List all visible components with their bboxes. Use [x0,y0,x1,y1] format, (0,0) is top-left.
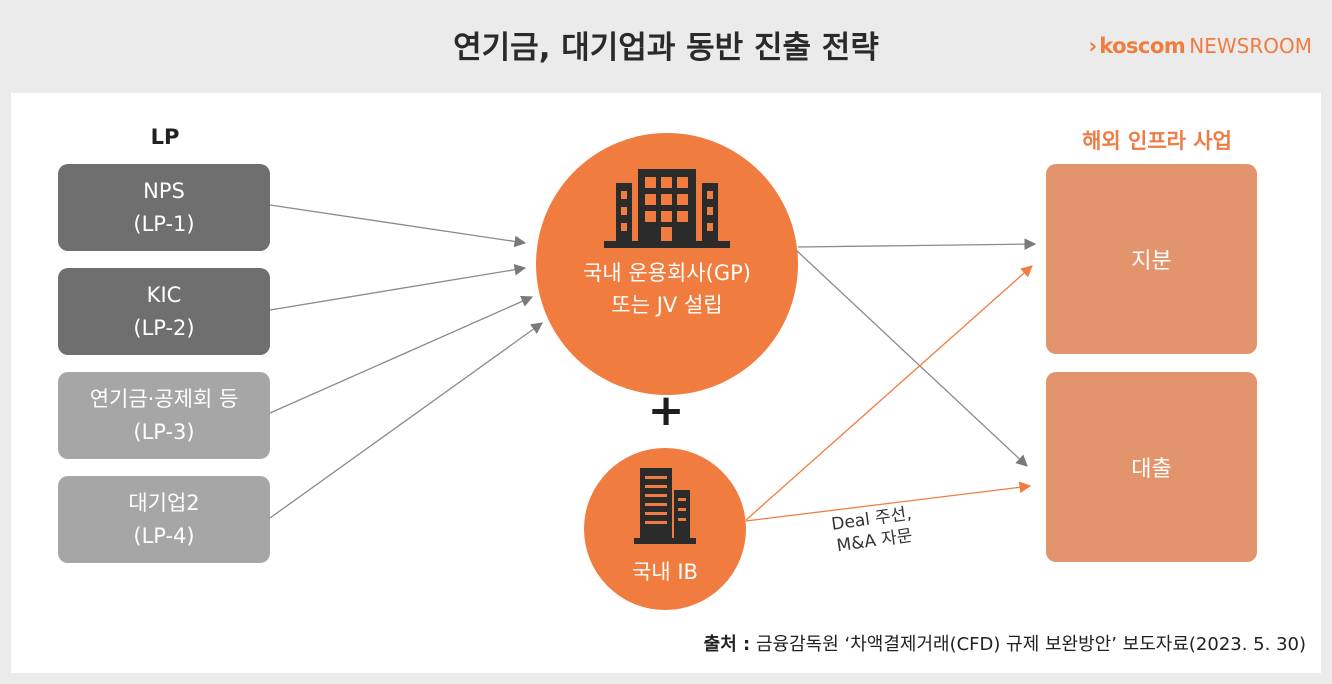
tower-building-icon [634,468,696,544]
gp-label-line1: 국내 운용회사(GP) [583,261,751,285]
brand-sub: NEWSROOM [1189,34,1312,58]
source-key: 출처 : [703,634,751,655]
arrow-gp-to-loan [795,249,1028,467]
lp-box-3: 연기금·공제회 등 (LP-3) [58,372,270,459]
lp-box-2-code: (LP-2) [133,315,195,340]
brand-logo: › koscom NEWSROOM [1089,34,1312,58]
gp-circle: 국내 운용회사(GP) 또는 JV 설립 [536,133,798,395]
business-heading: 해외 인프라 사업 [1082,129,1232,153]
source-text: 금융감독원 ‘차액결제거래(CFD) 규제 보완방안’ 보도자료(2023. 5… [755,634,1306,655]
brand-name: koscom [1099,34,1186,58]
brand-chevron-icon: › [1088,34,1098,58]
arrow-ib-to-equity [745,265,1033,521]
plus-sign: + [647,385,685,436]
equity-box: 지분 [1046,164,1257,354]
arrow-lp2-to-gp [269,263,527,311]
gp-label-line2: 또는 JV 설립 [611,293,723,317]
arrow-lp3-to-gp [269,295,534,414]
lp-box-3-code: (LP-3) [133,419,195,444]
gp-label: 국내 운용회사(GP) 또는 JV 설립 [536,257,798,321]
arrow-lp4-to-gp [269,322,543,519]
lp-box-1-name: NPS [143,178,185,203]
lp-box-2: KIC (LP-2) [58,268,270,355]
lp-box-4-name: 대기업2 [128,490,200,515]
lp-box-1-code: (LP-1) [133,211,195,236]
lp-box-1: NPS (LP-1) [58,164,270,251]
office-building-icon [604,169,730,248]
arrow-gp-to-equity [797,238,1037,250]
lp-box-3-name: 연기금·공제회 등 [89,386,239,411]
lp-box-2-name: KIC [146,282,182,307]
equity-label: 지분 [1131,249,1172,274]
loan-box: 대출 [1046,372,1257,562]
lp-box-4: 대기업2 (LP-4) [58,476,270,563]
ib-circle: 국내 IB [584,448,746,610]
arrow-lp1-to-gp [269,204,527,248]
lp-heading: LP [150,125,180,149]
source-note: 출처 : 금융감독원 ‘차액결제거래(CFD) 규제 보완방안’ 보도자료(20… [704,630,1306,656]
arrow-ib-to-loan [745,481,1032,522]
loan-label: 대출 [1131,457,1172,482]
lp-box-4-code: (LP-4) [133,523,195,548]
page-title: 연기금, 대기업과 동반 진출 전략 [453,30,879,66]
ib-label: 국내 IB [632,560,698,584]
